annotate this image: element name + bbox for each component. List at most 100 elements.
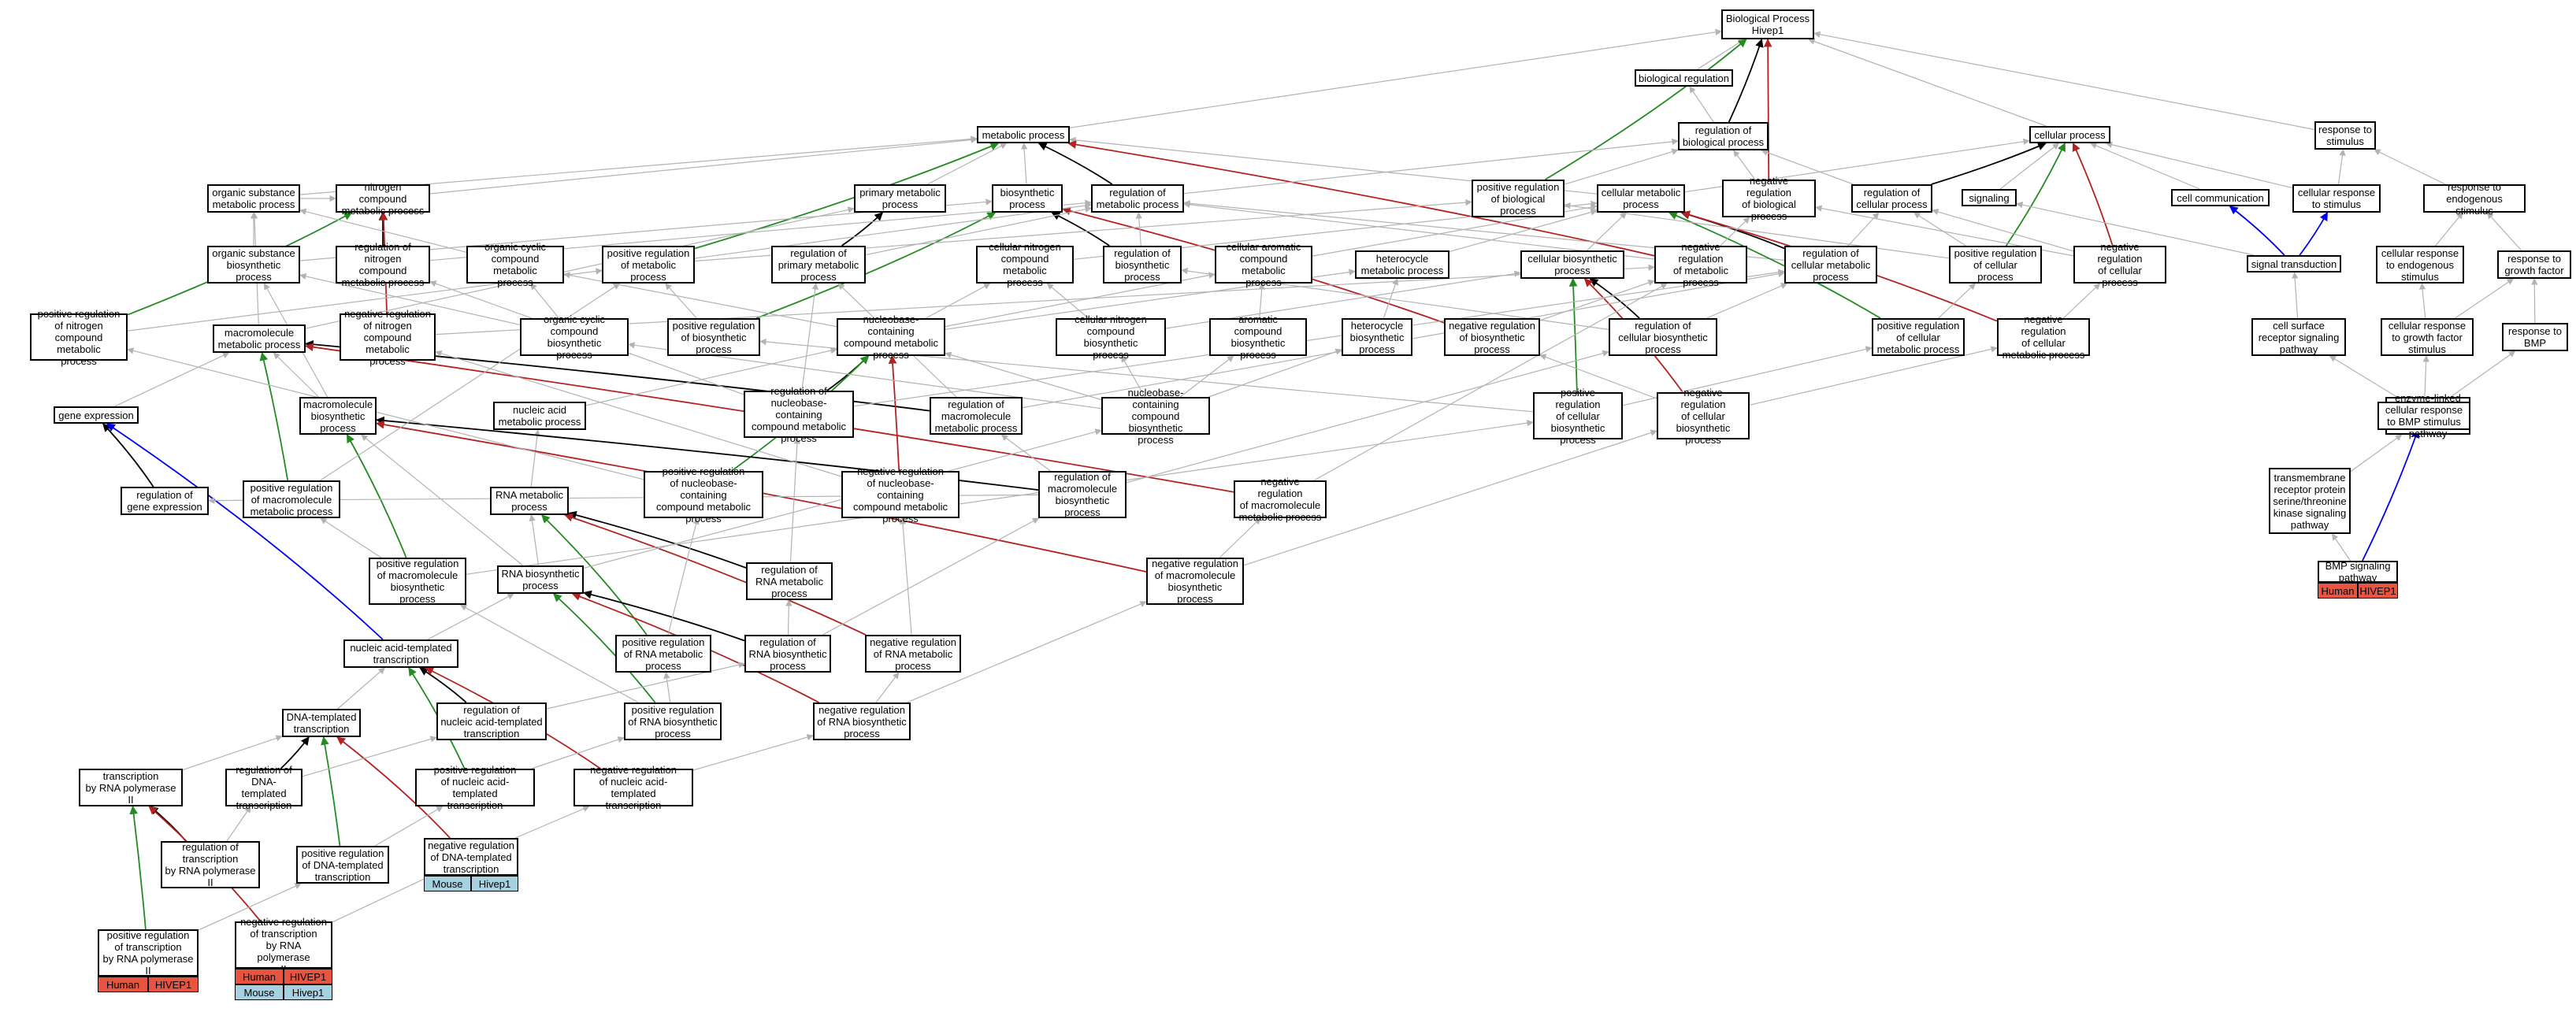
go-term-respendo[interactable]: response to endogenous stimulus	[2423, 181, 2526, 217]
go-term-cellproc[interactable]: cellular process	[2029, 126, 2110, 143]
gene-tag: Hivep1	[471, 876, 518, 892]
go-term-cellrespbmp[interactable]: cellular response to BMP stimulus	[2377, 402, 2470, 430]
go-term-cellrespendo[interactable]: cellular response to endogenous stimulus	[2376, 246, 2464, 284]
go-term-negregdnatx[interactable]: negative regulation of DNA-templated tra…	[424, 838, 518, 876]
go-term-bioreg[interactable]: biological regulation	[1635, 69, 1733, 87]
go-term-negregbio[interactable]: negative regulation of biological proces…	[1722, 175, 1816, 222]
go-term-respbmp[interactable]: response to BMP	[2502, 323, 2568, 351]
go-term-negregnitro[interactable]: negative regulation of nitrogen compound…	[340, 308, 436, 367]
go-term-negregnucacidtx[interactable]: negative regulation of nucleic acid-temp…	[573, 764, 693, 811]
edge-nucacidtx-to-rnabio	[427, 593, 514, 640]
go-term-regnitro[interactable]: regulation of nitrogen compound metaboli…	[336, 241, 430, 288]
go-term-posregdnatx[interactable]: positive regulation of DNA-templated tra…	[296, 846, 389, 884]
go-term-macrobio[interactable]: macromolecule biosynthetic process	[299, 397, 377, 435]
go-term-negregrnabio[interactable]: negative regulation of RNA biosynthetic …	[813, 702, 911, 740]
go-term-resp[interactable]: response to stimulus	[2314, 121, 2376, 150]
go-term-regprim[interactable]: regulation of primary metabolic process	[771, 246, 866, 284]
go-term-posregcell[interactable]: positive regulation of cellular process	[1949, 246, 2042, 284]
go-term-dnatx[interactable]: DNA-templated transcription	[282, 709, 361, 737]
edge-negregbiosyn-to-negregmetab	[1539, 280, 1655, 321]
go-term-posregtxpol2[interactable]: positive regulation of transcription by …	[98, 929, 199, 977]
go-term-biosyn[interactable]: biosynthetic process	[992, 184, 1063, 213]
go-term-negregcellbio[interactable]: negative regulation of cellular biosynth…	[1657, 387, 1750, 446]
go-term-primary[interactable]: primary metabolic process	[854, 184, 946, 213]
go-term-regcellproc[interactable]: regulation of cellular process	[1851, 184, 1932, 213]
edge-enzyme-to-cellsurf	[2329, 355, 2397, 398]
go-term-posregrnabio[interactable]: positive regulation of RNA biosynthetic …	[624, 702, 722, 740]
go-term-rnabio[interactable]: RNA biosynthetic process	[497, 565, 584, 594]
go-term-posregbiosyn[interactable]: positive regulation of biosynthetic proc…	[667, 318, 760, 356]
go-term-bp[interactable]: Biological Process Hivep1	[1721, 9, 1814, 39]
go-term-nucleobase[interactable]: nucleobase-containing compound metabolic…	[837, 313, 945, 361]
go-term-negregmacro[interactable]: negative regulation of macromolecule met…	[1234, 476, 1327, 523]
go-term-orgsubbio[interactable]: organic substance biosynthetic process	[207, 246, 300, 284]
go-term-regmetab[interactable]: regulation of metabolic process	[1091, 184, 1184, 213]
go-term-respgf[interactable]: response to growth factor	[2497, 250, 2571, 279]
go-term-cellrespgf[interactable]: cellular response to growth factor stimu…	[2381, 318, 2474, 356]
go-term-regdnatx[interactable]: regulation of DNA-templated transcriptio…	[225, 764, 303, 811]
go-term-regbio[interactable]: regulation of biological process	[1678, 122, 1769, 150]
go-term-posregmetab[interactable]: positive regulation of metabolic process	[602, 246, 695, 284]
go-term-nucacidtx[interactable]: nucleic acid-templated transcription	[343, 639, 458, 668]
go-term-posregcellbio[interactable]: positive regulation of cellular biosynth…	[1533, 387, 1623, 446]
go-term-cellarom[interactable]: cellular aromatic compound metabolic pro…	[1215, 241, 1312, 288]
go-term-regmacro[interactable]: regulation of macromolecule metabolic pr…	[930, 397, 1023, 435]
go-term-geneexp[interactable]: gene expression	[54, 406, 139, 424]
go-term-negregcellmetab[interactable]: negative regulation of cellular metaboli…	[1997, 313, 2090, 361]
go-term-regnucleo[interactable]: regulation of nucleobase-containing comp…	[744, 385, 854, 444]
go-term-metab[interactable]: metabolic process	[977, 126, 1070, 143]
go-term-cellnitrobio[interactable]: cellular nitrogen compound biosynthetic …	[1056, 313, 1166, 361]
go-term-cellsurf[interactable]: cell surface receptor signaling pathway	[2251, 318, 2346, 356]
edge-regcellbiosyn-to-regcellmetab	[1706, 283, 1788, 319]
go-term-cellresp[interactable]: cellular response to stimulus	[2292, 184, 2381, 213]
go-term-regrnametab[interactable]: regulation of RNA metabolic process	[746, 562, 833, 600]
go-term-posregbio[interactable]: positive regulation of biological proces…	[1472, 180, 1565, 217]
go-term-regmacrobio[interactable]: regulation of macromolecule biosynthetic…	[1038, 471, 1127, 518]
edge-regnucleo-to-regcellmetab	[853, 269, 1785, 407]
go-term-txpol2[interactable]: transcription by RNA polymerase II	[79, 769, 183, 806]
edge-hetero-to-cellmetab	[1449, 209, 1598, 252]
go-term-cellbiosyn[interactable]: cellular biosynthetic process	[1520, 250, 1624, 279]
go-term-negregnucleo[interactable]: negative regulation of nucleobase-contai…	[841, 465, 960, 525]
go-term-negregbiosyn[interactable]: negative regulation of biosynthetic proc…	[1444, 318, 1540, 356]
go-term-regbiosyn[interactable]: regulation of biosynthetic process	[1103, 246, 1182, 284]
go-term-regnucacidtx[interactable]: regulation of nucleic acid-templated tra…	[436, 702, 547, 740]
go-term-posregnitro[interactable]: positive regulation of nitrogen compound…	[30, 308, 128, 367]
go-term-orgcyc[interactable]: organic cyclic compound metabolic proces…	[466, 241, 564, 288]
go-term-heterobio[interactable]: heterocycle biosynthetic process	[1342, 318, 1412, 356]
go-term-posregnucleo[interactable]: positive regulation of nucleobase-contai…	[644, 465, 763, 525]
go-term-sigtrans[interactable]: signal transduction	[2247, 255, 2341, 272]
go-term-negregmacrobio[interactable]: negative regulation of macromolecule bio…	[1146, 558, 1244, 605]
go-term-posregmacrobio[interactable]: positive regulation of macromolecule bio…	[369, 558, 466, 605]
go-term-transmem[interactable]: transmembrane receptor protein serine/th…	[2269, 468, 2351, 534]
go-term-orgcycbio[interactable]: organic cyclic compound biosynthetic pro…	[520, 313, 629, 361]
go-term-negregrnametab[interactable]: negative regulation of RNA metabolic pro…	[865, 635, 961, 673]
go-term-posregmacro[interactable]: positive regulation of macromolecule met…	[243, 480, 340, 518]
go-term-bmp[interactable]: BMP signaling pathway	[2318, 560, 2398, 584]
go-term-rnametab[interactable]: RNA metabolic process	[490, 487, 569, 515]
edge-sigtrans-to-cellcomm	[2229, 206, 2285, 256]
go-term-nucleobio[interactable]: nucleobase-containing compound biosynthe…	[1101, 387, 1210, 446]
go-term-regrnabio[interactable]: regulation of RNA biosynthetic process	[744, 635, 831, 673]
go-term-cellnitro[interactable]: cellular nitrogen compound metabolic pro…	[976, 241, 1074, 288]
go-term-cellmetab[interactable]: cellular metabolic process	[1597, 184, 1685, 213]
go-term-signaling[interactable]: signaling	[1962, 189, 2017, 206]
go-term-hetero[interactable]: heterocycle metabolic process	[1355, 250, 1449, 279]
go-term-orgsub[interactable]: organic substance metabolic process	[207, 184, 300, 213]
go-term-arombio[interactable]: aromatic compound biosynthetic process	[1209, 313, 1307, 361]
go-term-posregrnametab[interactable]: positive regulation of RNA metabolic pro…	[615, 635, 711, 673]
go-term-nitrogen[interactable]: nitrogen compound metabolic process	[336, 181, 430, 217]
go-term-negregmetab[interactable]: negative regulation of metabolic process	[1654, 241, 1747, 288]
go-term-negregtxpol2[interactable]: negative regulation of transcription by …	[235, 916, 332, 975]
go-term-posregcellmetab[interactable]: positive regulation of cellular metaboli…	[1872, 318, 1965, 356]
go-term-reggene[interactable]: regulation of gene expression	[121, 487, 209, 515]
go-term-negregcell[interactable]: negative regulation of cellular process	[2073, 241, 2166, 288]
go-term-regcellmetab[interactable]: regulation of cellular metabolic process	[1784, 246, 1877, 284]
edge-regrnabio-to-rnabio	[582, 590, 745, 642]
go-term-posregnucacidtx[interactable]: positive regulation of nucleic acid-temp…	[415, 764, 535, 811]
go-term-macromol[interactable]: macromolecule metabolic process	[213, 324, 306, 353]
go-term-cellcomm[interactable]: cell communication	[2171, 189, 2270, 206]
go-term-regcellbiosyn[interactable]: regulation of cellular biosynthetic proc…	[1609, 318, 1717, 356]
go-term-regtxpol2[interactable]: regulation of transcription by RNA polym…	[161, 841, 260, 888]
go-term-nucacid[interactable]: nucleic acid metabolic process	[493, 402, 586, 430]
